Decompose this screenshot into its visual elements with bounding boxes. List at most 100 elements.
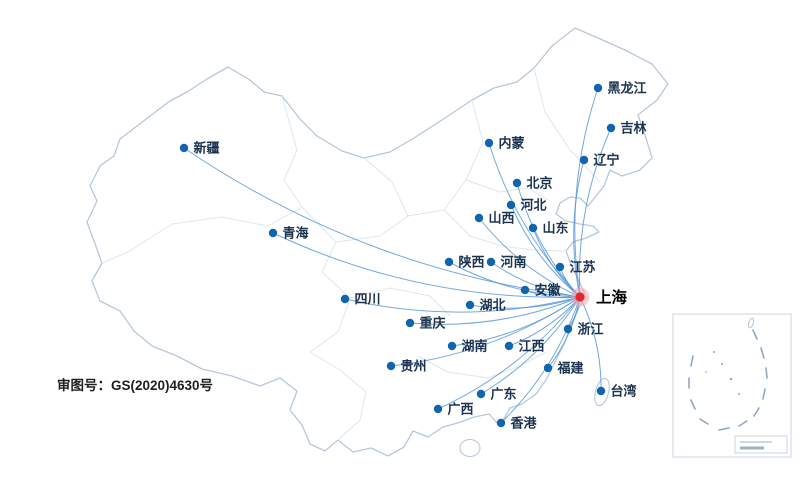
route-line	[573, 159, 585, 298]
province-marker: 湖南	[447, 339, 488, 354]
route-line	[480, 296, 581, 395]
province-marker: 内蒙	[484, 136, 525, 151]
province-label: 陕西	[459, 255, 485, 270]
province-label: 江西	[519, 339, 545, 354]
hub-label: 上海	[596, 288, 628, 307]
south-china-sea-inset	[672, 313, 792, 458]
province-dot[interactable]	[476, 389, 486, 399]
province-label: 山西	[489, 211, 515, 226]
province-label: 广西	[448, 402, 474, 417]
inset-islands	[705, 351, 740, 395]
province-marker: 广东	[476, 387, 517, 402]
route-line	[390, 296, 581, 367]
route-line	[490, 261, 581, 298]
province-marker: 香港	[496, 416, 538, 431]
country-border	[86, 27, 669, 457]
province-label: 内蒙	[499, 136, 525, 151]
province-marker: 吉林	[606, 121, 647, 136]
province-marker: 江西	[504, 339, 545, 354]
route-line	[488, 142, 581, 298]
province-marker: 北京	[512, 176, 553, 191]
province-label: 贵州	[401, 359, 427, 374]
province-label: 湖南	[462, 339, 488, 354]
province-marker: 四川	[340, 292, 381, 307]
province-marker: 浙江	[563, 322, 604, 337]
province-marker: 安徽	[520, 283, 562, 298]
province-label: 湖北	[480, 298, 506, 313]
province-dot[interactable]	[528, 223, 538, 233]
route-line	[409, 296, 581, 325]
province-dot[interactable]	[340, 294, 350, 304]
province-label: 安徽	[535, 283, 562, 298]
province-marker: 河北	[506, 198, 547, 213]
province-label: 吉林	[621, 121, 647, 136]
hub-dot[interactable]	[575, 292, 585, 302]
province-label: 四川	[355, 292, 381, 307]
route-line	[574, 87, 599, 298]
route-line	[344, 296, 581, 313]
province-label: 浙江	[578, 322, 604, 337]
province-dot[interactable]	[579, 155, 589, 165]
province-dot[interactable]	[563, 324, 573, 334]
china-outline	[86, 27, 669, 458]
province-dot[interactable]	[486, 257, 496, 267]
route-line	[448, 261, 581, 298]
province-dot[interactable]	[484, 138, 494, 148]
province-marker: 黑龙江	[593, 81, 647, 96]
province-label: 黑龙江	[608, 81, 647, 96]
province-dot[interactable]	[433, 404, 443, 414]
province-marker: 江苏	[555, 260, 596, 275]
province-label: 河北	[521, 198, 547, 213]
province-borders	[101, 67, 601, 441]
province-marker: 山西	[474, 211, 515, 226]
province-dot[interactable]	[555, 262, 565, 272]
province-label: 河南	[501, 255, 527, 270]
province-label: 重庆	[420, 316, 446, 331]
nine-dash-line	[688, 329, 768, 431]
province-marker: 湖北	[465, 298, 506, 313]
province-marker: 贵州	[386, 359, 427, 374]
province-dot[interactable]	[465, 300, 475, 310]
routes-layer	[183, 87, 612, 424]
province-dot[interactable]	[179, 143, 189, 153]
province-dot[interactable]	[447, 341, 457, 351]
province-marker: 辽宁	[579, 153, 620, 168]
province-dot[interactable]	[405, 318, 415, 328]
province-marker: 河南	[486, 255, 527, 270]
inset-frame	[672, 313, 792, 458]
provinces-layer: 黑龙江吉林辽宁内蒙北京河北山西山东新疆青海陕西河南江苏安徽四川湖北重庆浙江湖南江…	[179, 81, 647, 431]
route-line	[469, 296, 581, 309]
province-dot[interactable]	[496, 418, 506, 428]
province-dot[interactable]	[504, 341, 514, 351]
province-dot[interactable]	[543, 363, 553, 373]
route-line	[478, 217, 581, 298]
map-approval-number: 审图号：GS(2020)4630号	[57, 378, 214, 393]
province-dot[interactable]	[593, 83, 603, 93]
province-marker: 山东	[528, 221, 569, 236]
province-dot[interactable]	[474, 213, 484, 223]
province-dot[interactable]	[596, 386, 606, 396]
route-line	[272, 232, 581, 298]
province-marker: 广西	[433, 402, 474, 417]
province-dot[interactable]	[512, 178, 522, 188]
province-label: 福建	[557, 361, 584, 376]
hainan-island	[459, 438, 481, 458]
province-dot[interactable]	[520, 285, 530, 295]
inset-taiwan-island	[747, 317, 755, 329]
hub-marker-shanghai: 上海	[570, 287, 628, 307]
province-marker: 新疆	[179, 141, 220, 156]
province-dot[interactable]	[386, 361, 396, 371]
province-label: 香港	[510, 416, 538, 431]
province-marker: 福建	[543, 361, 584, 376]
route-line	[578, 127, 612, 298]
province-marker: 陕西	[444, 255, 485, 270]
province-dot[interactable]	[506, 200, 516, 210]
province-dot[interactable]	[444, 257, 454, 267]
province-label: 广东	[491, 387, 517, 402]
province-marker: 重庆	[405, 316, 446, 331]
province-dot[interactable]	[606, 123, 616, 133]
province-label: 山东	[543, 221, 569, 236]
province-dot[interactable]	[268, 228, 278, 238]
route-line	[510, 204, 581, 298]
